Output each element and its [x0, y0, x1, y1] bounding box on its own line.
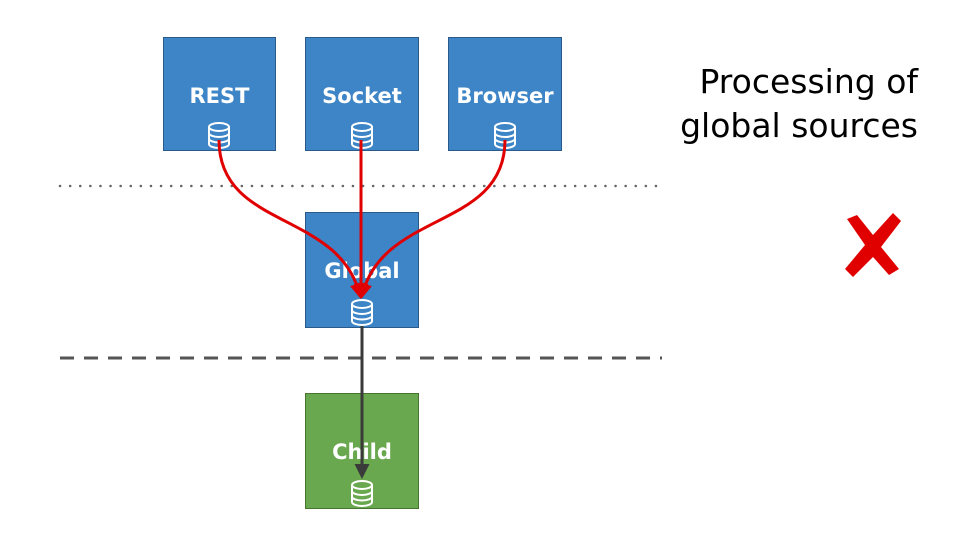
cross-mark-icon — [845, 213, 901, 277]
database-icon — [351, 480, 373, 507]
database-icon — [351, 299, 373, 326]
title-line-2: global sources — [680, 106, 918, 145]
node-browser: Browser — [448, 37, 562, 151]
node-browser-label: Browser — [456, 84, 554, 108]
title-line-1: Processing of — [699, 62, 918, 101]
arrow-rest-to-global — [217, 139, 365, 299]
node-rest-label: REST — [189, 84, 250, 108]
title: Processing of global sources — [618, 60, 918, 148]
node-rest: REST — [163, 37, 276, 151]
node-socket-label: Socket — [322, 84, 402, 108]
arrow-browser-to-global — [357, 139, 507, 299]
